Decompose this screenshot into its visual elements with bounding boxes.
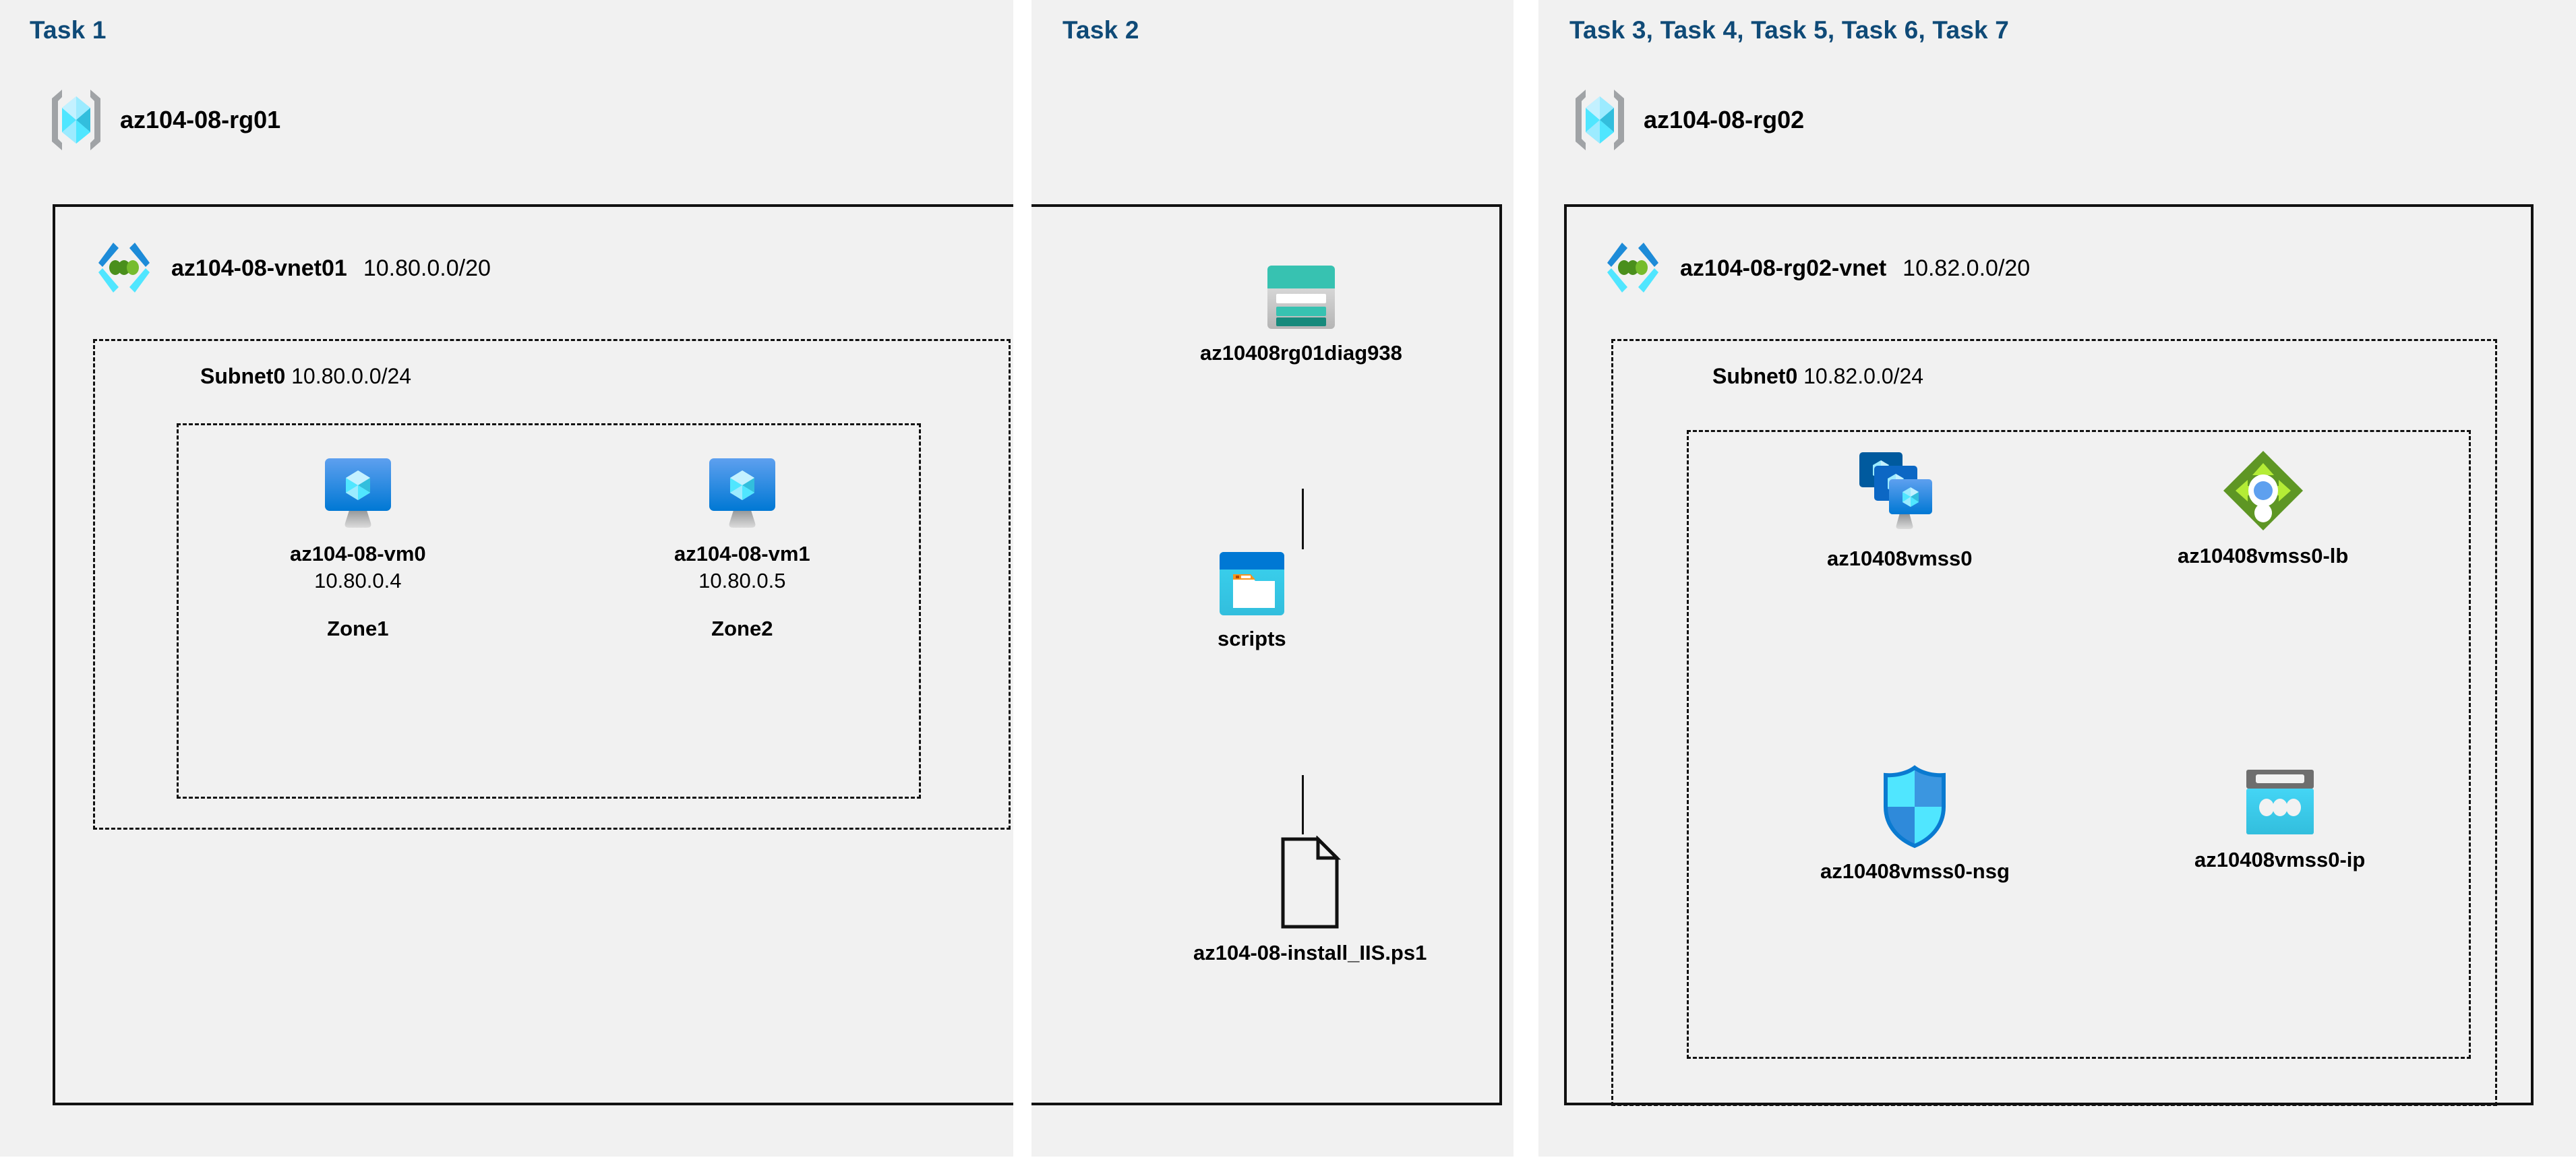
blob-container-icon xyxy=(1218,551,1286,616)
resource-group-az104-08-rg02: az104-08-rg02 xyxy=(1571,88,1804,152)
load-balancer-icon xyxy=(2221,448,2306,533)
subnet-boundary-subnet0-vnet01 xyxy=(93,339,1011,830)
vnet-cidr: 10.82.0.0/20 xyxy=(1903,255,2031,281)
vm-name: az104-08-vm1 xyxy=(674,542,810,565)
vm-scale-set-icon xyxy=(1853,448,1947,536)
script-file-icon xyxy=(1279,836,1342,930)
load-balancer-az10408vmss0-lb: az10408vmss0-lb xyxy=(2178,448,2348,570)
network-security-group-icon xyxy=(1880,765,1950,849)
subnet-name: Subnet0 xyxy=(1712,364,1798,388)
resource-group-name: az104-08-rg02 xyxy=(1644,106,1805,133)
virtual-network-icon xyxy=(1602,237,1664,299)
zone-group-boundary xyxy=(177,423,921,799)
subnet-cidr: 10.82.0.0/24 xyxy=(1803,364,1924,388)
virtual-machine-icon xyxy=(321,456,395,531)
vnet-name: az104-08-vnet01 xyxy=(171,255,347,281)
storage-account-icon xyxy=(1264,264,1338,330)
connector-storage-to-container xyxy=(1302,489,1304,549)
subnet-label-vnet01: Subnet0 10.80.0.0/24 xyxy=(200,364,411,389)
panel-task-3-to-7 xyxy=(1538,0,2576,1157)
vnet-name: az104-08-rg02-vnet xyxy=(1680,255,1887,281)
scale-set-group-boundary xyxy=(1687,430,2471,1059)
script-file-az104-08-install-iis: az104-08-install_IIS.ps1 xyxy=(1193,836,1427,966)
vnet-boundary-az104-08-vnet01 xyxy=(53,204,1502,1105)
vm-zone: Zone1 xyxy=(327,617,389,641)
panel-task-1 xyxy=(0,0,1013,1157)
vnet-cidr: 10.80.0.0/20 xyxy=(363,255,491,281)
virtual-machine-az104-08-vm1: az104-08-vm1 10.80.0.5 Zone2 xyxy=(674,456,810,641)
storage-account-name: az10408rg01diag938 xyxy=(1200,341,1402,365)
vm-name: az104-08-vm0 xyxy=(290,542,426,565)
blob-container-scripts: scripts xyxy=(1218,551,1286,652)
blob-container-name: scripts xyxy=(1218,627,1286,650)
storage-account-az10408rg01diag938: az10408rg01diag938 xyxy=(1200,264,1402,367)
task-1-label: Task 1 xyxy=(30,16,107,44)
subnet-boundary-subnet0-rg02vnet xyxy=(1611,339,2497,1106)
resource-group-az104-08-rg01: az104-08-rg01 xyxy=(47,88,280,152)
resource-group-icon xyxy=(1571,88,1629,152)
public-ip-address-icon xyxy=(2244,768,2316,837)
virtual-machine-icon xyxy=(705,456,779,531)
subnet-name: Subnet0 xyxy=(200,364,286,388)
resource-group-icon xyxy=(47,88,105,152)
scale-set-name: az10408vmss0 xyxy=(1827,547,1973,570)
public-ip-name: az10408vmss0-ip xyxy=(2194,848,2366,871)
subnet-label-rg02vnet: Subnet0 10.82.0.0/24 xyxy=(1712,364,1923,389)
panel-gap-1 xyxy=(1013,200,1031,1108)
virtual-network-icon xyxy=(93,237,155,299)
connector-container-to-file xyxy=(1302,775,1304,834)
nsg-name: az10408vmss0-nsg xyxy=(1820,859,2010,883)
task-2-label: Task 2 xyxy=(1062,16,1139,44)
load-balancer-name: az10408vmss0-lb xyxy=(2178,544,2349,567)
virtual-machine-az104-08-vm0: az104-08-vm0 10.80.0.4 Zone1 xyxy=(290,456,426,641)
resource-group-name: az104-08-rg01 xyxy=(120,106,281,133)
vm-ip: 10.80.0.5 xyxy=(698,568,786,592)
panel-gap-2 xyxy=(1514,200,1538,1108)
task-3-7-label: Task 3, Task 4, Task 5, Task 6, Task 7 xyxy=(1569,16,2010,44)
vnet-header-az104-08-rg02-vnet: az104-08-rg02-vnet 10.82.0.0/20 xyxy=(1602,237,2030,299)
public-ip-address-az10408vmss0-ip: az10408vmss0-ip xyxy=(2194,768,2365,873)
vm-scale-set-az10408vmss0: az10408vmss0 xyxy=(1827,448,1972,572)
network-security-group-az10408vmss0-nsg: az10408vmss0-nsg xyxy=(1820,765,2010,885)
vm-ip: 10.80.0.4 xyxy=(314,568,402,592)
script-file-name: az104-08-install_IIS.ps1 xyxy=(1193,941,1427,964)
subnet-cidr: 10.80.0.0/24 xyxy=(291,364,412,388)
vm-zone: Zone2 xyxy=(711,617,773,641)
vnet-header-az104-08-vnet01: az104-08-vnet01 10.80.0.0/20 xyxy=(93,237,491,299)
